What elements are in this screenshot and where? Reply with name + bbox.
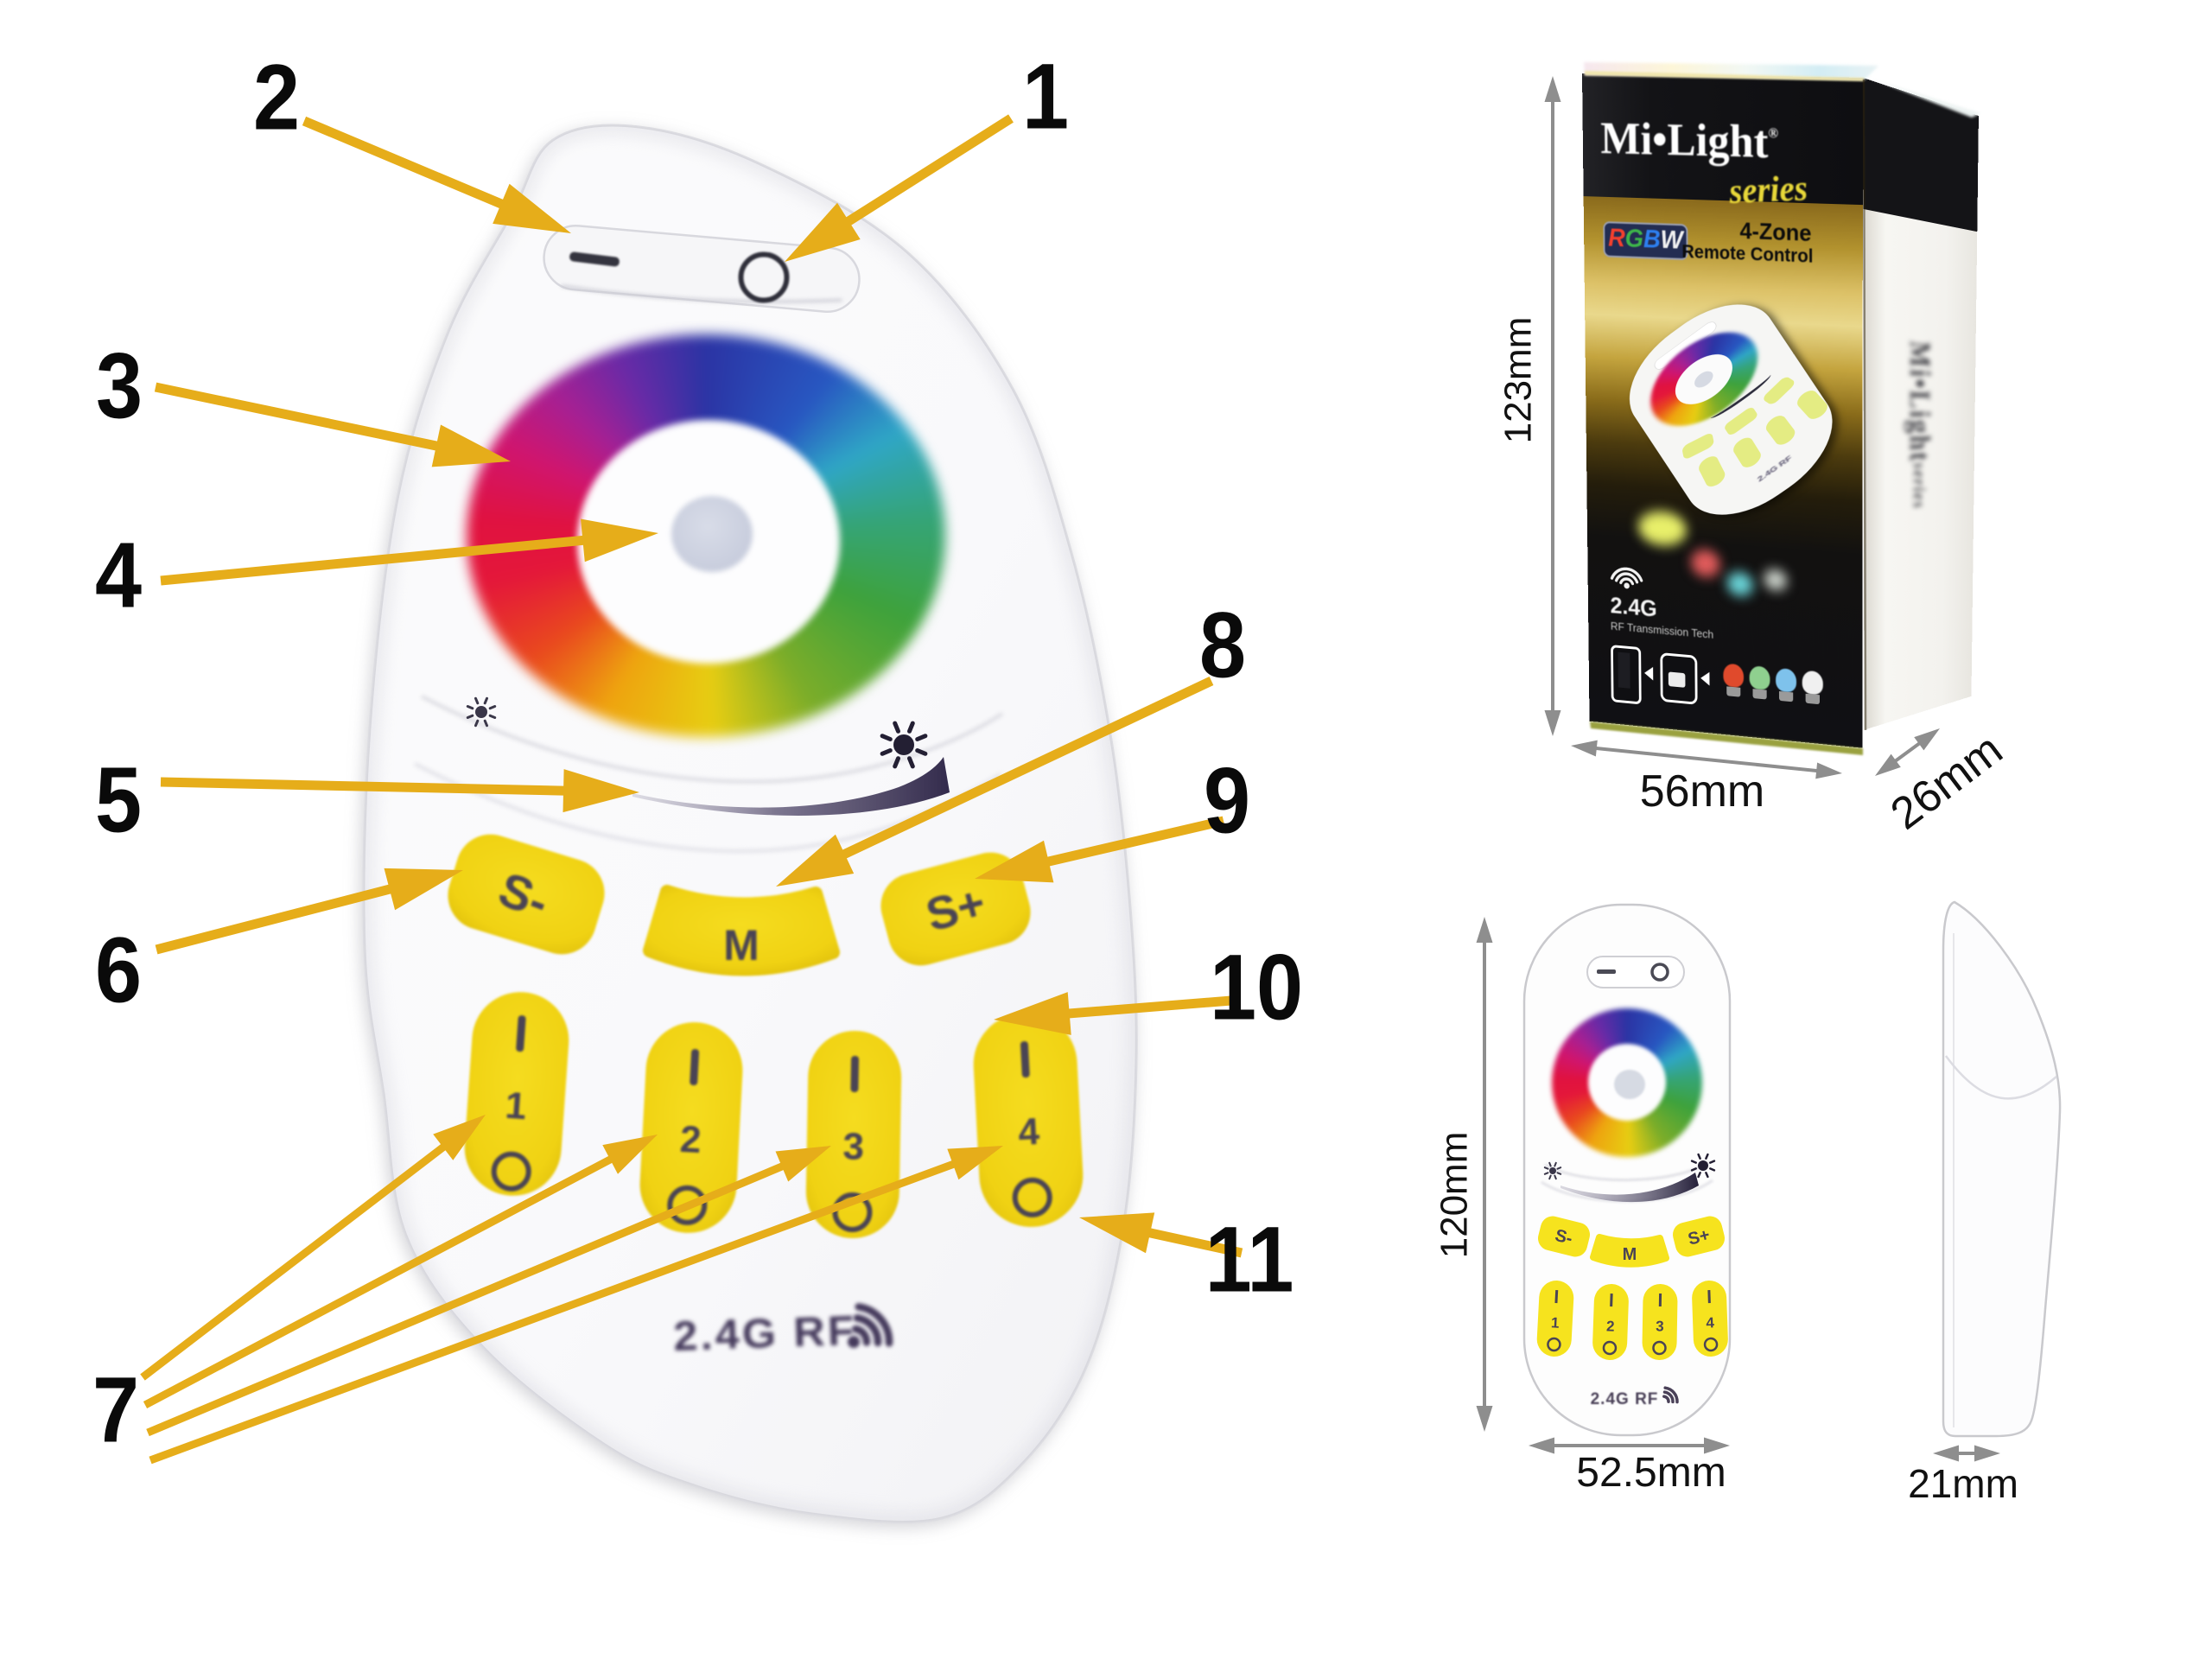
svg-text:2: 2 <box>1606 1318 1615 1334</box>
svg-text:3: 3 <box>96 334 143 438</box>
svg-text:21mm: 21mm <box>1908 1461 2018 1506</box>
svg-text:2: 2 <box>679 1118 702 1161</box>
svg-text:M: M <box>723 921 760 969</box>
svg-text:4: 4 <box>1706 1314 1715 1331</box>
svg-text:3: 3 <box>842 1125 864 1167</box>
svg-text:1: 1 <box>504 1084 528 1128</box>
svg-text:52.5mm: 52.5mm <box>1576 1450 1726 1496</box>
svg-text:123mm: 123mm <box>1497 317 1540 444</box>
svg-text:M: M <box>1623 1245 1637 1264</box>
svg-text:4: 4 <box>95 523 142 627</box>
svg-text:8: 8 <box>1199 593 1246 697</box>
svg-text:9: 9 <box>1204 748 1250 853</box>
svg-text:56mm: 56mm <box>1640 766 1764 817</box>
svg-text:6: 6 <box>95 918 142 1022</box>
svg-text:2.4G RF: 2.4G RF <box>672 1307 857 1360</box>
svg-text:5: 5 <box>95 747 142 852</box>
svg-text:3: 3 <box>1656 1318 1664 1334</box>
svg-text:7: 7 <box>92 1357 139 1462</box>
svg-text:26mm: 26mm <box>1882 724 2012 839</box>
svg-text:10: 10 <box>1210 935 1303 1039</box>
svg-text:2: 2 <box>253 45 300 149</box>
svg-text:2.4G RF: 2.4G RF <box>1591 1390 1659 1408</box>
svg-text:120mm: 120mm <box>1433 1132 1476 1259</box>
svg-text:4: 4 <box>1017 1110 1041 1154</box>
svg-text:11: 11 <box>1205 1207 1294 1312</box>
svg-text:1: 1 <box>1022 44 1069 149</box>
svg-text:1: 1 <box>1551 1314 1560 1331</box>
